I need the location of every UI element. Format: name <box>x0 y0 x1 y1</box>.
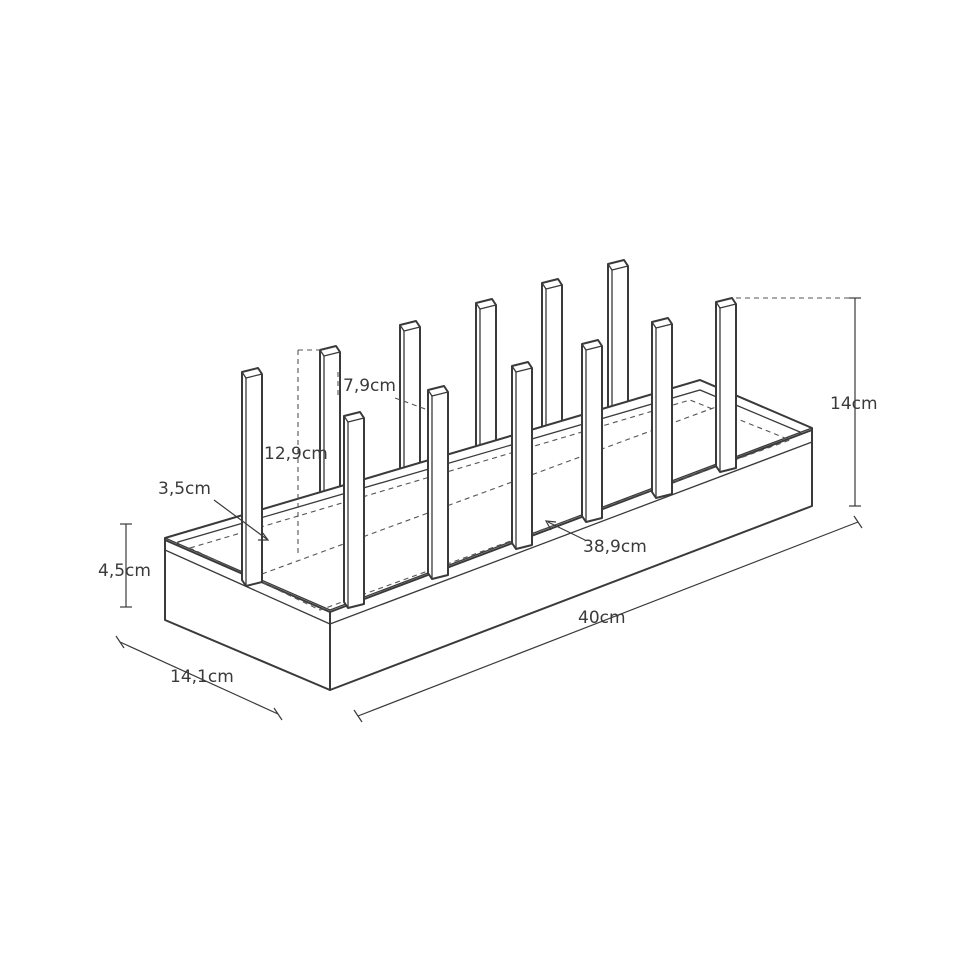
dimension-lines <box>115 297 863 723</box>
peg-front-7 <box>715 297 737 473</box>
label-peg-height: 12,9cm <box>264 444 328 464</box>
label-peg-spacing: 7,9cm <box>343 376 396 396</box>
label-inner-length: 38,9cm <box>583 537 647 557</box>
peg-front-5 <box>581 339 603 523</box>
dimension-labels: 14cm 4,5cm 14,1cm 40cm 38,9cm 12,9cm 7,9… <box>98 376 878 687</box>
label-height-total: 14cm <box>830 394 878 414</box>
peg-front-1 <box>241 367 263 587</box>
peg-front-3 <box>427 385 449 580</box>
label-tray-height: 4,5cm <box>98 561 151 581</box>
peg-front-4 <box>511 361 533 550</box>
label-peg-offset: 3,5cm <box>158 479 211 499</box>
peg-front-2 <box>343 411 365 609</box>
label-length: 40cm <box>578 608 626 628</box>
peg-front-6 <box>651 317 673 499</box>
tray <box>164 379 813 691</box>
label-depth: 14,1cm <box>170 667 234 687</box>
